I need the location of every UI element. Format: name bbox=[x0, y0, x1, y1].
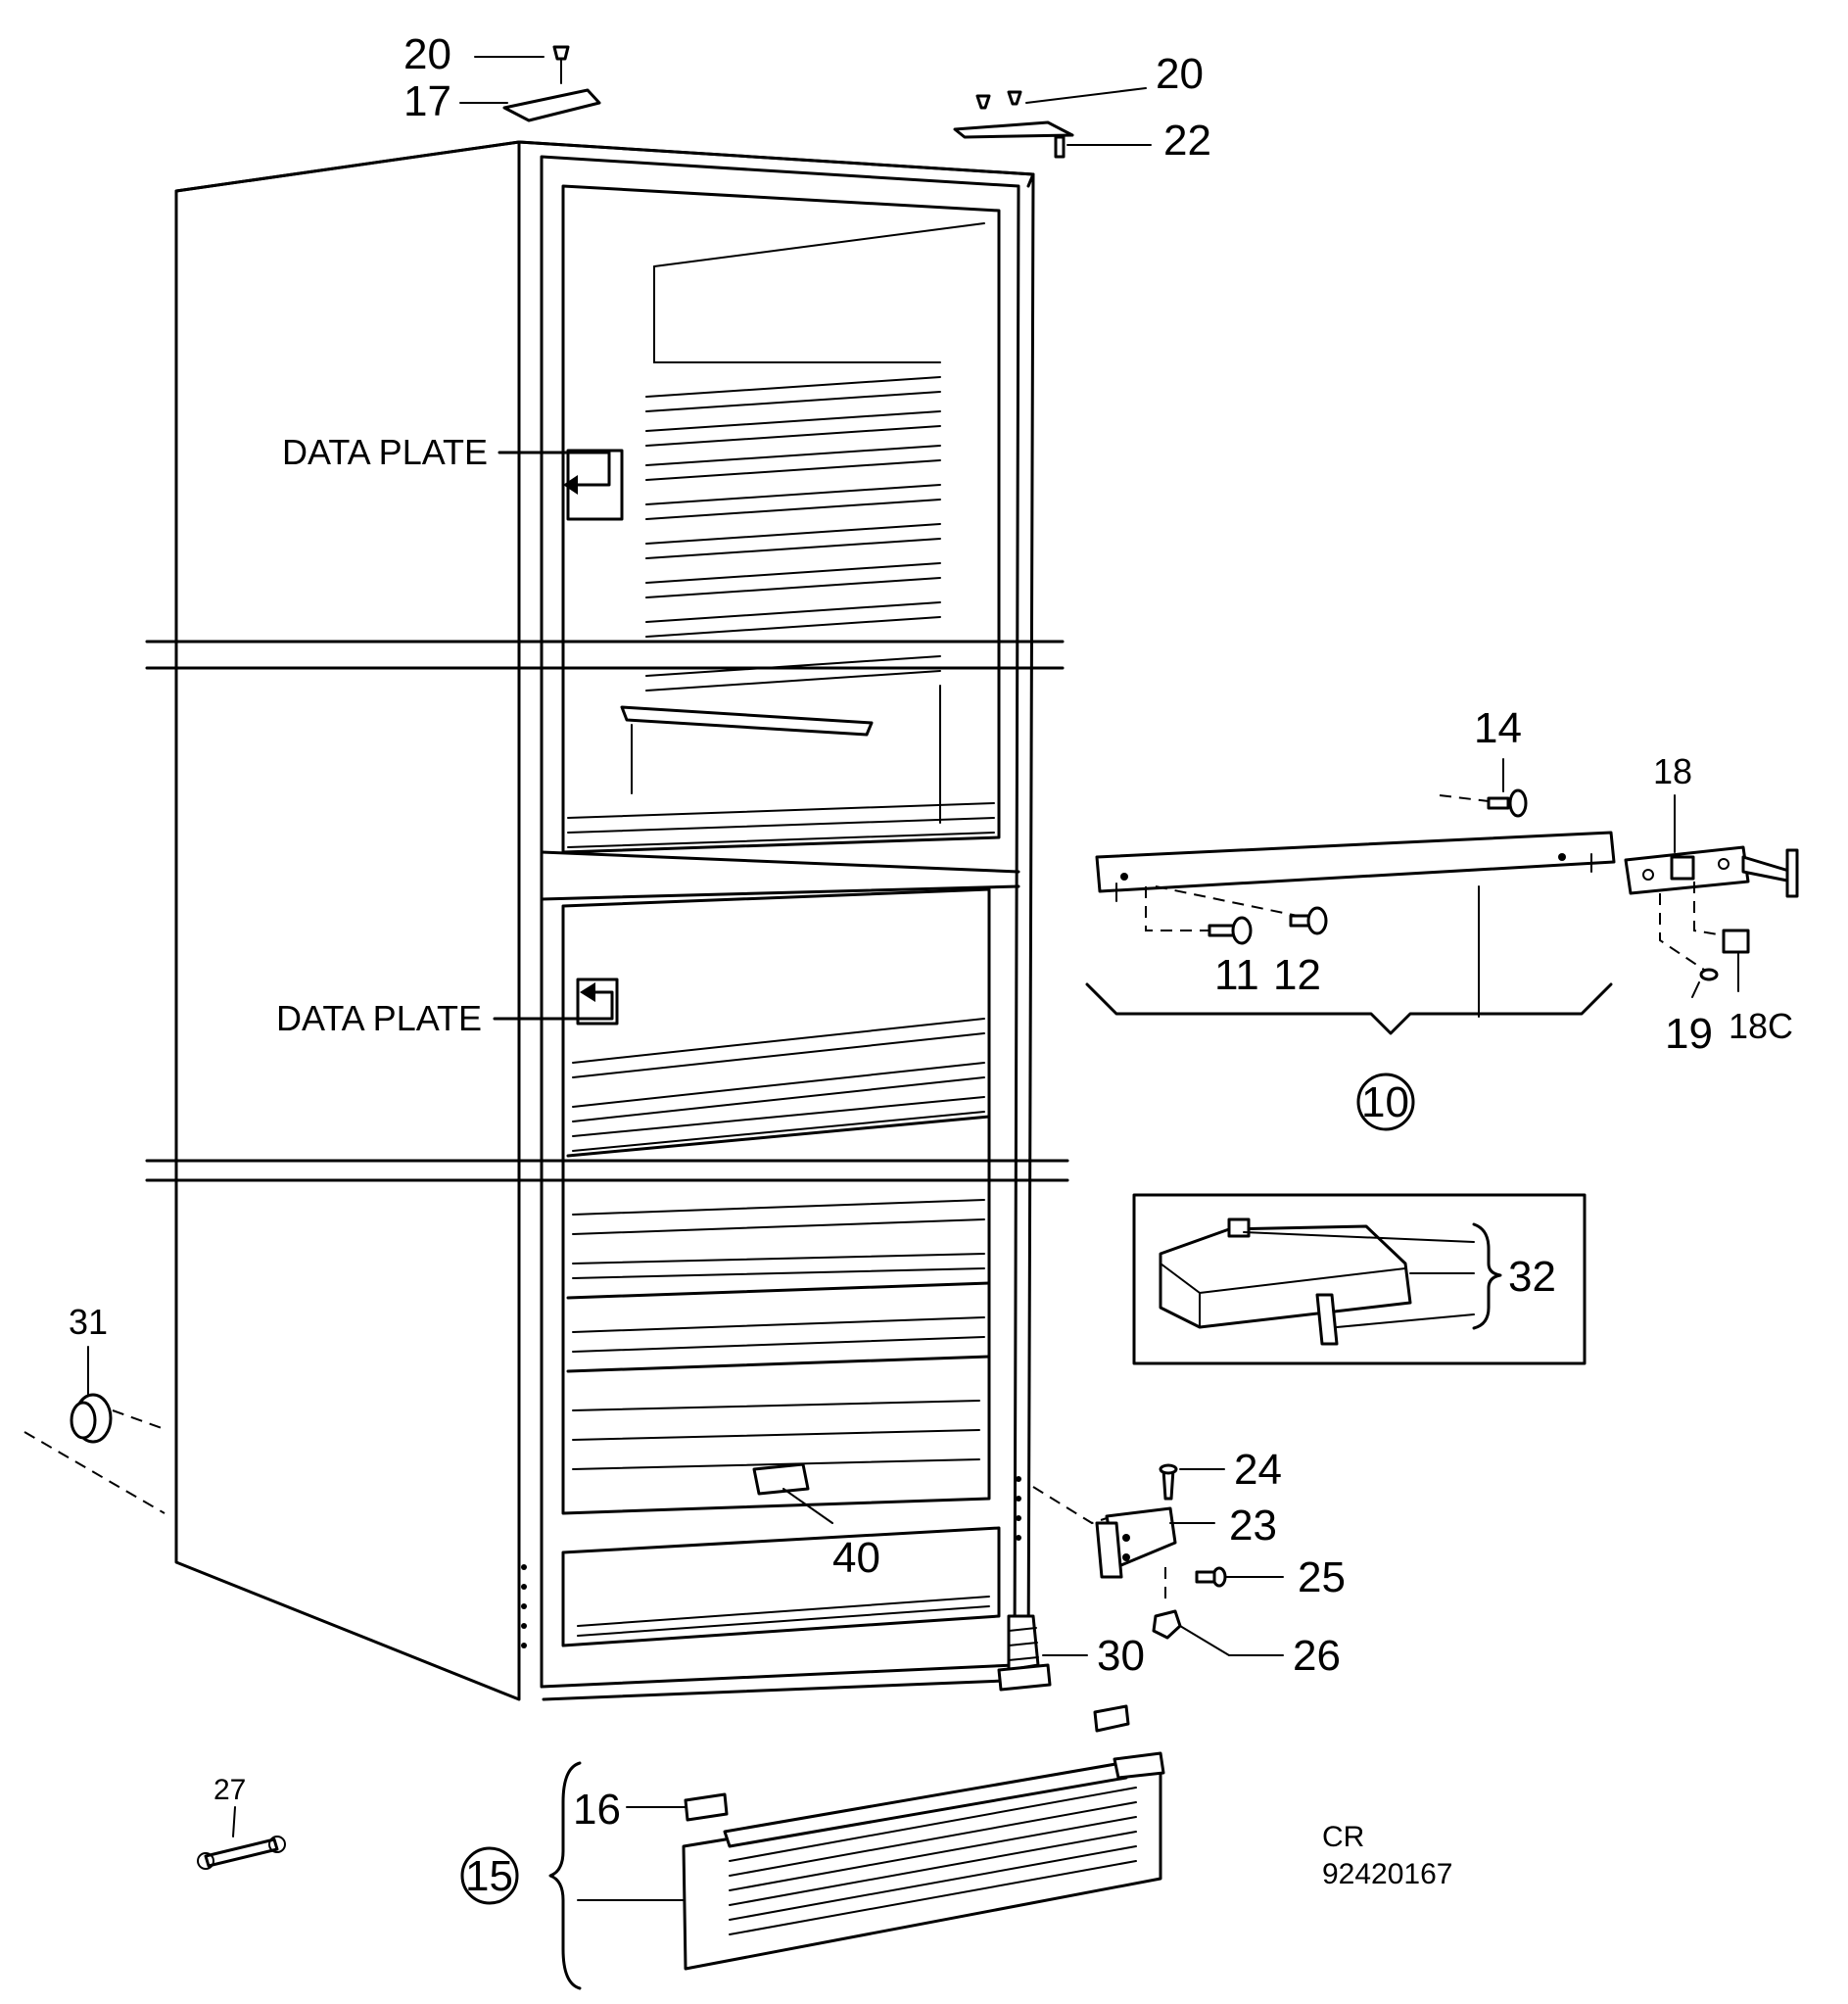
callout-26: 26 bbox=[1293, 1632, 1341, 1680]
diagram-code-line-1: CR bbox=[1322, 1821, 1364, 1853]
callout-17: 17 bbox=[403, 77, 451, 125]
frame-screw-holes bbox=[521, 1476, 1021, 1648]
handle-assembly-10: 14 11 12 10 bbox=[1085, 704, 1616, 1131]
callout-12: 12 bbox=[1273, 951, 1321, 999]
pin-24: 24 bbox=[1159, 1446, 1282, 1501]
callout-24: 24 bbox=[1234, 1446, 1282, 1494]
callout-10: 10 bbox=[1361, 1078, 1409, 1126]
callout-15: 15 bbox=[465, 1852, 513, 1900]
freezer-pack-32: 32 bbox=[1132, 1193, 1587, 1365]
screw-25: 25 bbox=[1195, 1553, 1346, 1601]
callout-20-top-right: 20 bbox=[1156, 50, 1204, 98]
callout-18: 18 bbox=[1653, 751, 1692, 791]
lower-hinge-23: 23 bbox=[1032, 1486, 1277, 1579]
top-cover-and-screw: 20 17 bbox=[403, 30, 601, 125]
callout-14: 14 bbox=[1474, 704, 1522, 752]
handle-40: 40 bbox=[782, 1488, 880, 1582]
callout-16: 16 bbox=[573, 1786, 621, 1834]
wrench-27: 27 bbox=[197, 1774, 286, 1870]
data-plate-callout-upper: DATA PLATE bbox=[282, 432, 611, 495]
callout-32: 32 bbox=[1508, 1253, 1556, 1301]
wire-shelves bbox=[566, 1018, 991, 1470]
hinge-plate-18: 18 18C 19 bbox=[1624, 751, 1799, 1058]
section-break-lines bbox=[145, 640, 1069, 1182]
callout-19: 19 bbox=[1665, 1010, 1713, 1058]
callout-25: 25 bbox=[1298, 1553, 1346, 1601]
callout-31: 31 bbox=[69, 1302, 108, 1342]
callout-40: 40 bbox=[832, 1534, 880, 1582]
refrigerator-cabinet bbox=[174, 140, 1035, 1701]
callout-20-top-left: 20 bbox=[403, 30, 451, 78]
diagram-code-line-2: 92420167 bbox=[1322, 1858, 1452, 1890]
callout-18c: 18C bbox=[1729, 1006, 1793, 1046]
callout-30: 30 bbox=[1097, 1632, 1145, 1680]
callout-11: 11 bbox=[1214, 951, 1259, 999]
callout-23: 23 bbox=[1229, 1502, 1277, 1550]
callout-22: 22 bbox=[1163, 117, 1211, 165]
diagram-code: CR 92420167 bbox=[1322, 1821, 1452, 1890]
foot-30: 30 bbox=[997, 1614, 1145, 1692]
callout-27: 27 bbox=[213, 1774, 246, 1806]
kick-plate-15: 16 15 bbox=[460, 1704, 1165, 1990]
data-plate-callout-lower: DATA PLATE bbox=[276, 982, 614, 1038]
top-hinge: 20 22 bbox=[953, 50, 1211, 165]
data-plate-label-lower: DATA PLATE bbox=[276, 998, 482, 1038]
evaporator-fins bbox=[645, 376, 941, 692]
data-plate-label-upper: DATA PLATE bbox=[282, 432, 488, 472]
roller-31: 31 bbox=[24, 1302, 166, 1514]
nut-26: 26 bbox=[1152, 1567, 1341, 1680]
